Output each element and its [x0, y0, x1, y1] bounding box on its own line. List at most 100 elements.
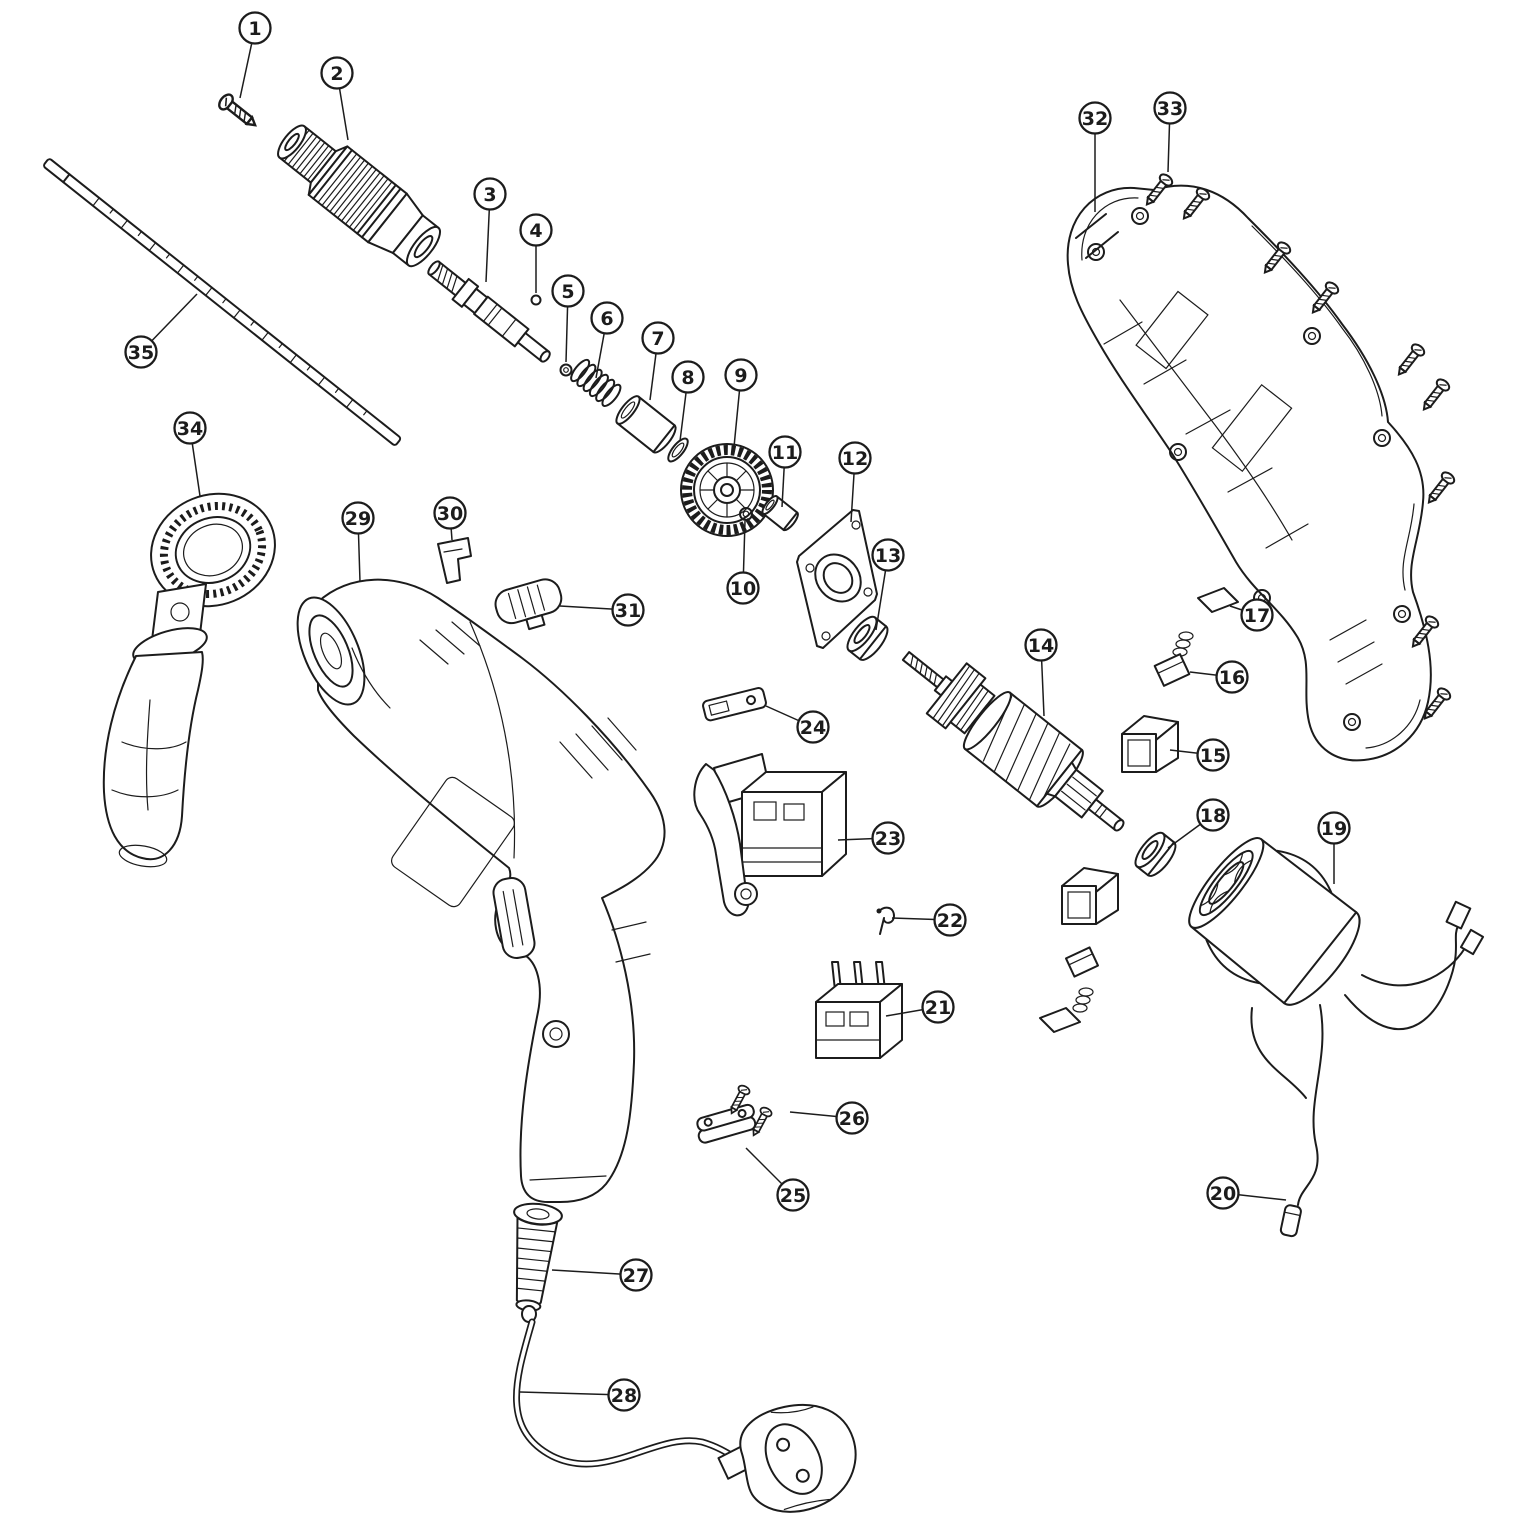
part-sleeve — [615, 395, 677, 454]
callout-27-cord-guard[interactable]: 27 — [551, 1258, 653, 1292]
callout-bubble[interactable] — [1196, 798, 1230, 832]
part-brush-cap — [1197, 587, 1239, 613]
callout-2-chuck[interactable]: 2 — [320, 56, 354, 141]
callout-bubble[interactable] — [1153, 91, 1187, 125]
part-power-cord — [513, 1305, 857, 1513]
part-ratchet-gear — [680, 443, 774, 537]
callout-bubble[interactable] — [341, 501, 375, 535]
callout-bubble[interactable] — [173, 411, 207, 445]
callout-bubble[interactable] — [519, 213, 553, 247]
callout-23-switch[interactable]: 23 — [837, 821, 905, 855]
callout-bubble[interactable] — [871, 821, 905, 855]
part-carbon-brush-lower — [1064, 946, 1100, 1013]
callout-16-carbon-brush[interactable]: 16 — [1189, 660, 1249, 694]
callout-20-lead-wire[interactable]: 20 — [1206, 1176, 1287, 1210]
callout-9-ratchet-gear[interactable]: 9 — [724, 358, 758, 448]
callout-21-terminal-block[interactable]: 21 — [885, 990, 955, 1024]
callout-number: 30 — [437, 503, 463, 525]
callout-15-brush-holder[interactable]: 15 — [1169, 738, 1230, 772]
callout-28-power-cord[interactable]: 28 — [519, 1378, 641, 1412]
callout-bubble[interactable] — [724, 358, 758, 392]
callout-12-bearing-bracket[interactable]: 12 — [838, 441, 872, 523]
callout-25-cord-clamp[interactable]: 25 — [745, 1147, 810, 1212]
callout-24-slide-clip[interactable]: 24 — [765, 705, 830, 744]
callout-bubble[interactable] — [590, 301, 624, 335]
callout-bubble[interactable] — [238, 11, 272, 45]
callout-bubble[interactable] — [776, 1178, 810, 1212]
part-bushing — [761, 495, 799, 532]
callout-3-spindle[interactable]: 3 — [473, 177, 507, 283]
callout-8-washer[interactable]: 8 — [671, 360, 705, 442]
callout-bubble[interactable] — [871, 538, 905, 572]
callout-number: 22 — [937, 910, 963, 932]
part-washer — [667, 437, 689, 463]
callout-18-rear-bearing[interactable]: 18 — [1167, 798, 1230, 849]
part-right-housing — [1066, 184, 1432, 762]
callout-13-front-bearing[interactable]: 13 — [871, 538, 905, 631]
callout-1-chuck-screw[interactable]: 1 — [238, 11, 272, 99]
callout-number: 24 — [800, 717, 826, 739]
callout-number: 31 — [615, 600, 641, 622]
callout-number: 25 — [780, 1185, 806, 1207]
callout-11-bushing[interactable]: 11 — [768, 435, 802, 508]
callout-bubble[interactable] — [1317, 811, 1351, 845]
callout-bubble[interactable] — [835, 1101, 869, 1135]
callout-bubble[interactable] — [933, 903, 967, 937]
callout-bubble[interactable] — [124, 335, 158, 369]
callout-leader-line — [519, 1391, 625, 1396]
part-armature — [901, 651, 1125, 832]
callout-bubble[interactable] — [1196, 738, 1230, 772]
part-spring — [570, 358, 622, 408]
callout-number: 21 — [925, 997, 951, 1019]
part-wire-clip — [876, 906, 895, 935]
callout-31-switch-button[interactable]: 31 — [559, 593, 645, 627]
callout-bubble[interactable] — [1024, 628, 1058, 662]
callout-bubble[interactable] — [433, 496, 467, 530]
callout-bubble[interactable] — [641, 321, 675, 355]
callout-7-sleeve[interactable]: 7 — [641, 321, 675, 401]
callout-bubble[interactable] — [921, 990, 955, 1024]
callout-bubble[interactable] — [796, 710, 830, 744]
callout-5-retaining-ring[interactable]: 5 — [551, 274, 585, 363]
callout-number: 26 — [839, 1108, 865, 1130]
callout-30-lock-button[interactable]: 30 — [433, 496, 467, 541]
callout-4-steel-ball[interactable]: 4 — [519, 213, 553, 294]
callout-34-auxiliary-handle[interactable]: 34 — [173, 411, 207, 497]
part-cord-guard — [513, 1202, 563, 1312]
callout-bubble[interactable] — [607, 1378, 641, 1412]
callout-bubble[interactable] — [1215, 660, 1249, 694]
callout-17-brush-cap[interactable]: 17 — [1229, 598, 1274, 632]
callout-26-clamp-screws[interactable]: 26 — [789, 1101, 869, 1135]
callout-number: 4 — [529, 220, 542, 242]
callout-bubble[interactable] — [671, 360, 705, 394]
callout-bubble[interactable] — [1078, 101, 1112, 135]
callout-22-wire-clip[interactable]: 22 — [891, 903, 967, 937]
callout-bubble[interactable] — [768, 435, 802, 469]
part-rear-bearing — [1134, 831, 1177, 877]
part-lead-wire — [1279, 1204, 1302, 1238]
callout-number: 6 — [600, 308, 613, 330]
callout-number: 5 — [561, 281, 574, 303]
callout-bubble[interactable] — [619, 1258, 653, 1292]
callout-32-right-housing[interactable]: 32 — [1078, 101, 1112, 213]
callout-bubble[interactable] — [611, 593, 645, 627]
callout-number: 27 — [623, 1265, 649, 1287]
callout-10-circlip[interactable]: 10 — [726, 520, 760, 605]
part-spindle — [427, 260, 551, 363]
callout-bubble[interactable] — [726, 571, 760, 605]
callout-bubble[interactable] — [1206, 1176, 1240, 1210]
callout-bubble[interactable] — [473, 177, 507, 211]
callout-14-armature[interactable]: 14 — [1024, 628, 1058, 717]
callout-number: 15 — [1200, 745, 1226, 767]
callout-6-spring[interactable]: 6 — [590, 301, 624, 379]
callout-bubble[interactable] — [838, 441, 872, 475]
callout-33-housing-screws[interactable]: 33 — [1153, 91, 1187, 173]
callout-bubble[interactable] — [551, 274, 585, 308]
part-cord-clamp — [696, 1103, 757, 1144]
callout-bubble[interactable] — [1240, 598, 1274, 632]
callout-29-left-housing[interactable]: 29 — [341, 501, 375, 583]
callout-35-depth-gauge-rod[interactable]: 35 — [124, 293, 198, 369]
part-bearing-bracket — [796, 509, 878, 649]
callout-bubble[interactable] — [320, 56, 354, 90]
callout-19-stator[interactable]: 19 — [1317, 811, 1351, 885]
